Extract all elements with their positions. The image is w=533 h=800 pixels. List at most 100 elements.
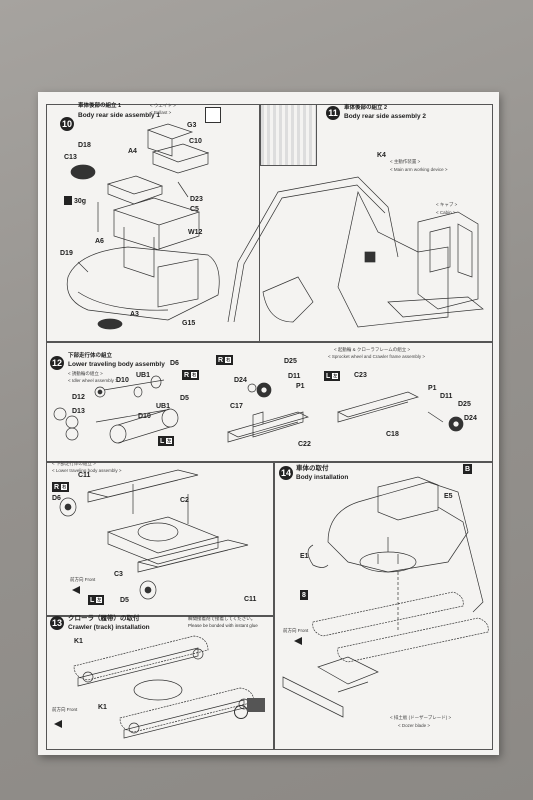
part-C10: C10: [189, 138, 202, 145]
step13-panel: [46, 616, 274, 750]
part-C11-a: C11: [78, 472, 91, 479]
lower-body-illustration: [59, 469, 249, 600]
part-C11-b: C11: [244, 596, 257, 603]
front-label-13: 前方向 Front: [52, 707, 78, 712]
step12-panel: [46, 342, 493, 462]
step12-title-jp: 下部走行体の組立: [68, 353, 113, 359]
part-P1-b: P1: [428, 385, 437, 392]
part-D24-a: D24: [234, 377, 247, 384]
ballast-label-jp: < ウエイト >: [150, 103, 176, 108]
front-arrow-icon-13: [54, 720, 62, 728]
part-D12: D12: [72, 394, 85, 401]
part-D19: D19: [60, 250, 73, 257]
part-C18: C18: [386, 431, 399, 438]
step14-illustration: [282, 476, 489, 718]
step13-glue-note: 瞬間接着剤で接着してください。: [188, 616, 256, 621]
part-D18: D18: [78, 142, 91, 149]
part-A6: A6: [95, 238, 104, 245]
part-D10-a: D10: [116, 377, 129, 384]
step14-panel: [274, 462, 493, 750]
part-D5-a: D5: [180, 395, 189, 402]
part-E5: E5: [444, 493, 453, 500]
step13-title-jp: クローラ（履帯）の取付: [68, 615, 140, 622]
step11-title-en: Body rear side assembly 2: [344, 113, 427, 120]
lower-body-label-jp: < 下部走行体の組立 >: [52, 461, 96, 466]
part-G15: G15: [182, 320, 196, 327]
part-C22: C22: [298, 441, 311, 448]
step10-title-jp: 車体後部の組立 1: [78, 103, 122, 109]
main-arm-label-en: < Main arm working device >: [390, 167, 448, 172]
step12-title-en: Lower traveling body assembly: [68, 361, 165, 368]
part-E1: E1: [300, 553, 309, 560]
step10-illustration: [66, 123, 220, 330]
front-arrow-icon-12: [72, 586, 80, 594]
step13-number: 13: [50, 616, 64, 630]
part-D25-a: D25: [284, 358, 297, 365]
part-UB1-a: UB1: [136, 372, 151, 379]
step12-illustration: [53, 375, 464, 444]
ballast-weight: 30g: [74, 198, 87, 205]
part-D5-b: D5: [120, 597, 129, 604]
lower-body-panel: [46, 462, 274, 616]
part-C3: C3: [114, 571, 123, 578]
part-G3: G3: [187, 122, 197, 129]
step11-illustration: [227, 176, 484, 328]
main-arm-label-jp: < 主動作装置 >: [390, 159, 421, 164]
part-D11-a: D11: [288, 373, 301, 380]
step11-number: 11: [326, 106, 340, 120]
part-W12: W12: [188, 229, 203, 236]
step11-title-jp: 車体後部の組立 2: [344, 105, 388, 111]
dozer-label-jp: < 排土板 (ドーザーブレード) >: [390, 715, 452, 720]
front-arrow-icon-14: [294, 637, 302, 645]
ballast-label-en: < Ballast >: [150, 110, 172, 115]
part-C2: C2: [180, 497, 189, 504]
part-C23: C23: [354, 372, 367, 379]
step11-panel: [259, 104, 493, 342]
front-label-14: 前方向 Front: [283, 628, 309, 633]
step10-number: 10: [60, 117, 74, 131]
part-D13: D13: [72, 408, 85, 415]
part-D24-b: D24: [464, 415, 477, 422]
step14-title-en: Body installation: [296, 474, 349, 481]
part-UB1-b: UB1: [156, 403, 171, 410]
front-label-12: 前方向 Front: [70, 577, 96, 582]
part-D10-b: D10: [138, 413, 151, 420]
reference-box: [260, 104, 317, 166]
part-D6-b: D6: [52, 495, 61, 502]
part-D6-a: D6: [170, 360, 179, 367]
part-K1-a: K1: [74, 638, 83, 645]
scissors-icon: [234, 705, 248, 719]
part-B-tag: B: [463, 464, 473, 474]
part-D23: D23: [190, 196, 203, 203]
step12-number: 12: [50, 356, 64, 370]
glue-note-icon: [205, 107, 221, 123]
part-K4: K4: [377, 152, 386, 159]
part-C17: C17: [230, 403, 243, 410]
idler-label-jp: < 誘動輪の組立 >: [68, 371, 103, 376]
idler-label-en: < Idler wheel assembly >: [68, 378, 118, 383]
lower-body-label-en: < Lower traveling body assembly >: [52, 468, 122, 473]
part-A3: A3: [130, 311, 139, 318]
part-P1-a: P1: [296, 383, 305, 390]
step13-title-en: Crawler (track) installation: [68, 624, 150, 631]
reference-photo-thumb: [247, 698, 265, 712]
step13-glue-note-en: Please be bonded with instant glue: [188, 623, 258, 628]
dozer-label-en: < Dozer blade >: [398, 723, 431, 728]
cabin-label-en: < Cabin >: [436, 210, 456, 215]
part-K1-b: K1: [98, 704, 107, 711]
step14-number: 14: [279, 466, 293, 480]
step14-title-jp: 車体の取付: [296, 465, 329, 472]
part-D25-b: D25: [458, 401, 471, 408]
step10-title-en: Body rear side assembly 1: [78, 112, 161, 119]
part-8-tag: 8: [300, 590, 308, 600]
ballast-weight-icon: [64, 196, 72, 205]
part-A4: A4: [128, 148, 137, 155]
cabin-label-jp: < キャブ >: [436, 202, 458, 207]
sprocket-label-jp: < 起動輪 & クローラフレームの組立 >: [334, 347, 411, 352]
